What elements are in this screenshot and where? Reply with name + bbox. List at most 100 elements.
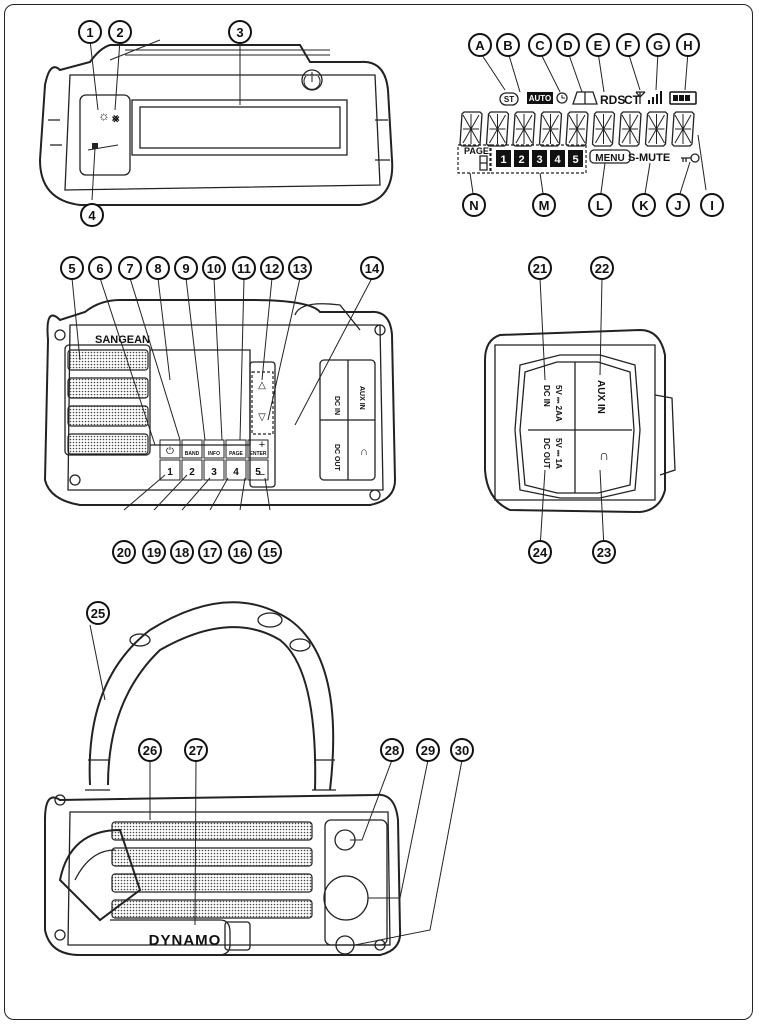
preset-indicator: 1 [496, 150, 511, 167]
diagram-frame [4, 4, 753, 1020]
svg-text:5: 5 [572, 154, 578, 166]
side-view: DC IN 5V ⎓ 2AA AUX IN DC OUT 5V ⎓ 1A ∩ [484, 277, 676, 549]
top-view: ☼ ⨳ [38, 39, 394, 206]
svg-text:27: 27 [189, 743, 203, 758]
lcd-digit [538, 111, 563, 147]
front-button[interactable]: ⏻ [159, 439, 181, 459]
callout-12: 12 [260, 256, 284, 280]
preset-indicator: 4 [550, 150, 565, 167]
svg-text:I: I [710, 198, 714, 213]
lcd-digit [485, 111, 510, 147]
svg-text:8: 8 [154, 261, 161, 276]
callout-20: 20 [112, 540, 136, 564]
callout-letter-G: G [646, 33, 670, 57]
lcd-digit [512, 111, 536, 147]
callout-15: 15 [258, 540, 282, 564]
callout-letter-C: C [528, 33, 552, 57]
callout-11: 11 [232, 256, 256, 280]
front-button[interactable]: INFO [203, 439, 225, 459]
callout-28: 28 [380, 738, 404, 762]
preset-button[interactable]: 2 [181, 459, 203, 481]
svg-text:+: + [259, 439, 265, 451]
callout-6: 6 [88, 256, 112, 280]
svg-text:10: 10 [207, 261, 221, 276]
svg-text:9: 9 [182, 261, 189, 276]
preset-button[interactable]: 3 [203, 459, 225, 481]
callout-23: 23 [592, 540, 616, 564]
front-brand: SANGEAN [95, 334, 150, 346]
svg-text:PAGE: PAGE [229, 451, 243, 457]
lcd-digit [591, 111, 616, 147]
svg-text:24: 24 [533, 545, 548, 560]
svg-text:21: 21 [533, 261, 547, 276]
page-indicator: PAGE [464, 146, 489, 156]
preset-indicator: 5 [568, 150, 583, 167]
callout-17: 17 [198, 540, 222, 564]
menu-indicator: MENU [595, 153, 624, 164]
callout-letter-I: I [700, 193, 724, 217]
lcd-digit [618, 111, 642, 147]
preset-indicator: 2 [514, 150, 529, 167]
auto-indicator: AUTO [529, 94, 552, 103]
callout-13: 13 [288, 256, 312, 280]
svg-text:M: M [539, 198, 550, 213]
callout-9: 9 [174, 256, 198, 280]
svg-text:15: 15 [263, 545, 277, 560]
rear-view: DYNAMO [44, 601, 463, 956]
callout-24: 24 [528, 540, 552, 564]
svg-text:1: 1 [86, 25, 93, 40]
callout-letter-K: K [632, 193, 656, 217]
callout-letter-D: D [556, 33, 580, 57]
svg-text:E: E [594, 38, 603, 53]
svg-text:BAND: BAND [185, 451, 200, 457]
svg-text:5: 5 [68, 261, 75, 276]
callout-letter-J: J [666, 193, 690, 217]
callout-21: 21 [528, 256, 552, 280]
callout-letter-M: M [532, 193, 556, 217]
svg-text:2: 2 [116, 25, 123, 40]
rds-indicator: RDS [600, 93, 625, 107]
callout-27: 27 [184, 738, 208, 762]
side-dcout-spec: 5V ⎓ 1A [554, 438, 563, 469]
preset-button[interactable]: 1 [159, 459, 181, 481]
callout-letter-N: N [462, 193, 486, 217]
preset-indicator: 3 [532, 150, 547, 167]
svg-text:14: 14 [365, 261, 380, 276]
front-button[interactable]: BAND [181, 439, 203, 459]
svg-text:DC IN: DC IN [333, 396, 340, 415]
callout-25: 25 [86, 601, 110, 625]
svg-text:⏻: ⏻ [166, 446, 174, 457]
svg-text:G: G [653, 38, 663, 53]
svg-text:F: F [624, 38, 632, 53]
svg-text:J: J [674, 198, 681, 213]
callout-16: 16 [228, 540, 252, 564]
front-button[interactable]: PAGE [225, 439, 247, 459]
lcd-digit [671, 111, 695, 147]
svg-text:30: 30 [455, 743, 469, 758]
svg-text:⨳: ⨳ [112, 111, 120, 125]
svg-text:23: 23 [597, 545, 611, 560]
svg-text:ENTER: ENTER [250, 451, 267, 457]
preset-button[interactable]: 4 [225, 459, 247, 481]
callout-14: 14 [360, 256, 384, 280]
svg-text:△: △ [258, 380, 266, 391]
callout-letter-A: A [468, 33, 492, 57]
callout-19: 19 [142, 540, 166, 564]
svg-text:29: 29 [421, 743, 435, 758]
svg-text:A: A [475, 38, 485, 53]
preset-button[interactable]: 5 [247, 459, 269, 481]
front-button[interactable]: ENTER [247, 439, 269, 459]
svg-text:11: 11 [237, 261, 251, 276]
lcd-digit [565, 111, 589, 147]
svg-text:C: C [535, 38, 545, 53]
lcd-digit [459, 111, 483, 147]
svg-text:6: 6 [96, 261, 103, 276]
svg-text:DC OUT: DC OUT [333, 444, 340, 472]
svg-text:7: 7 [126, 261, 133, 276]
callout-10: 10 [202, 256, 226, 280]
callout-18: 18 [170, 540, 194, 564]
svg-text:20: 20 [117, 545, 131, 560]
svg-text:D: D [563, 38, 572, 53]
